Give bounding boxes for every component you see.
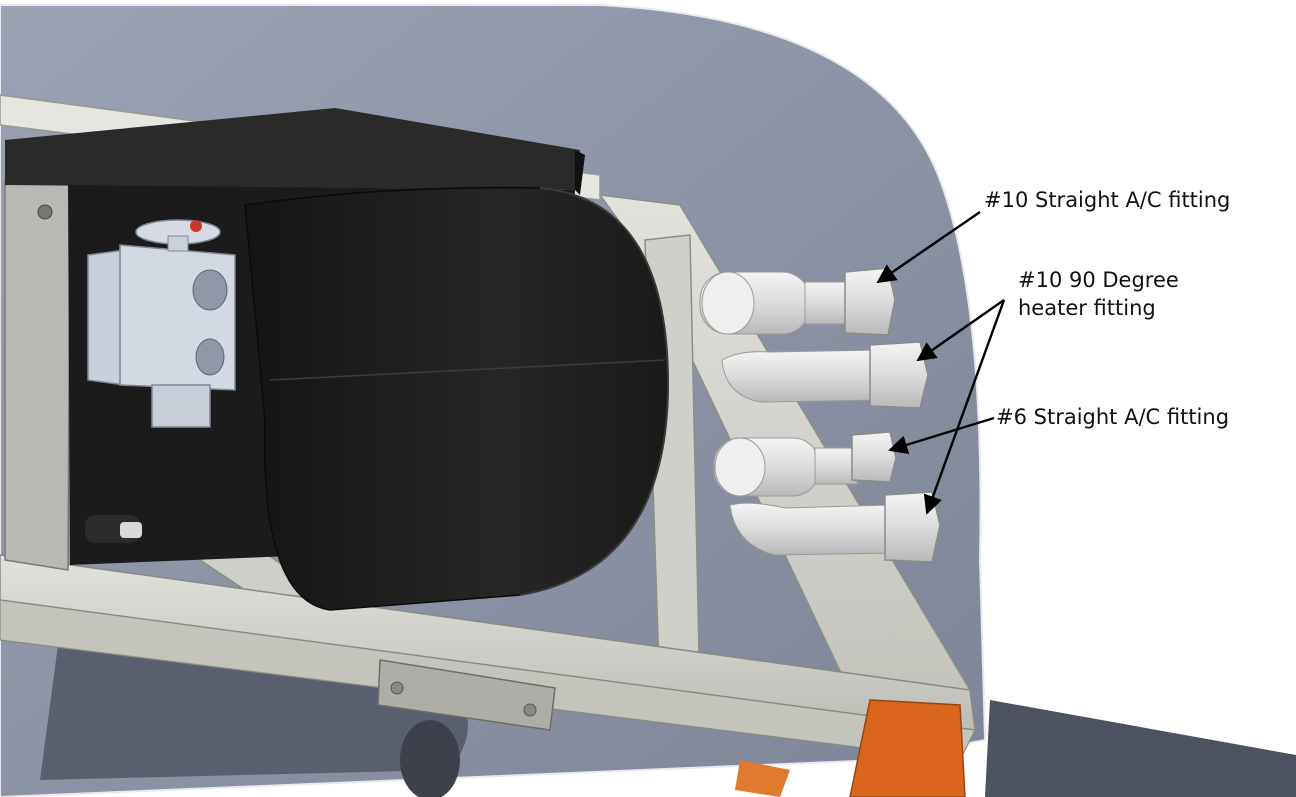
blower-seam [269,359,666,381]
fitting-6-straight-ac [713,431,897,497]
valve-stem [151,384,211,428]
lower-tube-left [40,630,468,780]
blower-face-edge [519,187,670,596]
callout-label-6-straight: #6 Straight A/C fitting [996,405,1230,429]
callout-arrow [876,211,981,284]
orange-bracket-arm [735,760,790,797]
bolt-icon [390,681,404,695]
valve-port [195,338,225,376]
callout-arrow [923,299,1006,515]
fitting-10-straight-ac [699,267,896,336]
callout-label-10-90-line1: #10 90 Degree [1018,268,1179,292]
callout-arrow [916,299,1005,362]
hvac-box-edge [575,150,585,195]
valve-marker [190,220,202,232]
valve-port [192,269,228,311]
bolt-icon [37,204,53,220]
side-mount-panel [4,179,71,571]
mounting-plate [377,659,556,731]
tube-end [400,720,460,797]
callout-arrow [888,416,995,455]
fitting-10-90-heater-upper [721,341,929,409]
callout-label-10-90-line2: heater fitting [1018,296,1156,320]
callout-label-10-straight: #10 Straight A/C fitting [984,188,1231,212]
valve-neck [167,235,189,252]
orange-bracket [849,699,966,797]
hvac-box-top [5,108,580,190]
lower-tube [985,700,1296,797]
bolt-icon [523,703,537,717]
blower-cylinder [244,186,669,611]
drain-tip [120,522,142,538]
